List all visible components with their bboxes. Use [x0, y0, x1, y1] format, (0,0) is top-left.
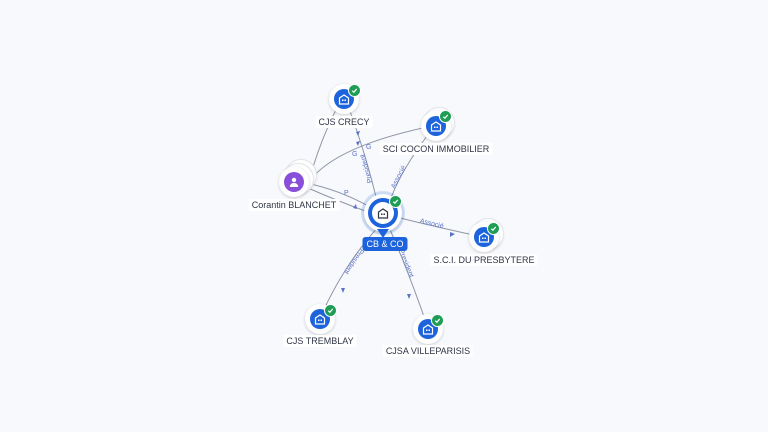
building-icon	[368, 198, 398, 228]
edge-label-corantin-cjs-crecy: G	[352, 151, 357, 158]
edge-label-center-cjsa-villeparisis: President	[397, 248, 414, 278]
arrow-head	[353, 204, 357, 209]
edge-label-corantin-center: P	[344, 190, 349, 197]
node-label: CJSA VILLEPARISIS	[382, 345, 474, 357]
node-label: CJS TREMBLAY	[283, 335, 357, 347]
edge-label-corantin-sci-cocon: G	[366, 144, 371, 151]
node-label: S.C.I. DU PRESBYTERE	[430, 254, 538, 266]
node-label: CJS CRECY	[315, 116, 373, 128]
edge-label-center-sci-cocon: Associé	[390, 165, 408, 190]
edge-label-center-cjs-crecy: President	[359, 153, 374, 183]
check-badge-icon	[389, 195, 402, 208]
node-label: Corantin BLANCHET	[248, 199, 340, 211]
arrow-head	[450, 232, 455, 237]
check-badge-icon	[324, 304, 337, 317]
check-badge-icon	[348, 84, 361, 97]
arrow-head	[356, 141, 360, 146]
arrow-head	[407, 294, 411, 299]
arrow-head	[356, 131, 360, 136]
center-node-label: CB & CO	[362, 237, 408, 251]
arrow-head	[341, 288, 345, 293]
edge-label-center-sci-presbytere: Associé	[419, 218, 444, 230]
edge-label-center-cjs-tremblay: President	[342, 247, 364, 275]
edge-corantin-sci-cocon	[311, 125, 433, 179]
node-circle[interactable]	[279, 167, 309, 197]
check-badge-icon	[439, 110, 452, 123]
check-badge-icon	[431, 314, 444, 327]
user-icon	[284, 172, 304, 192]
node-label: SCI COCON IMMOBILIER	[379, 143, 493, 155]
check-badge-icon	[487, 222, 500, 235]
pin-tip	[377, 229, 389, 238]
